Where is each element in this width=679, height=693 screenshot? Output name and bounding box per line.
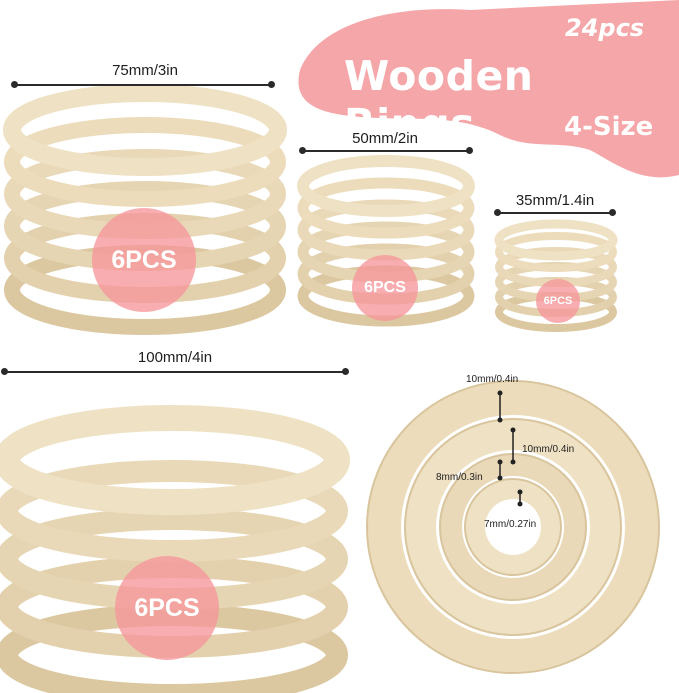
banner-count: 24pcs: [565, 14, 645, 42]
badge-35mm: 6PCS: [536, 279, 580, 323]
banner-blob: [298, 0, 679, 178]
banner-subtitle: 4-Size: [564, 112, 654, 142]
width-label-35mm: 7mm/0.27in: [484, 519, 537, 530]
badge-50mm: 6PCS: [352, 255, 418, 321]
dim-line-100mm: [1, 368, 349, 375]
concentric-rings: [366, 380, 660, 674]
width-label-50mm: 8mm/0.3in: [436, 472, 483, 483]
width-label-100mm: 10mm/0.4in: [466, 374, 519, 385]
size-label-75mm: 75mm/3in: [112, 62, 178, 79]
dim-line-35mm: [494, 209, 616, 216]
size-label-100mm: 100mm/4in: [137, 349, 213, 366]
badge-100mm: 6PCS: [115, 556, 219, 660]
dim-line-75mm: [11, 81, 275, 88]
size-label-50mm: 50mm/2in: [352, 130, 418, 147]
width-label-75mm: 10mm/0.4in: [522, 444, 575, 455]
banner-title: Wooden Rings: [344, 52, 534, 148]
badge-75mm: 6PCS: [92, 208, 196, 312]
dim-line-50mm: [299, 147, 473, 154]
size-label-35mm: 35mm/1.4in: [515, 192, 595, 209]
